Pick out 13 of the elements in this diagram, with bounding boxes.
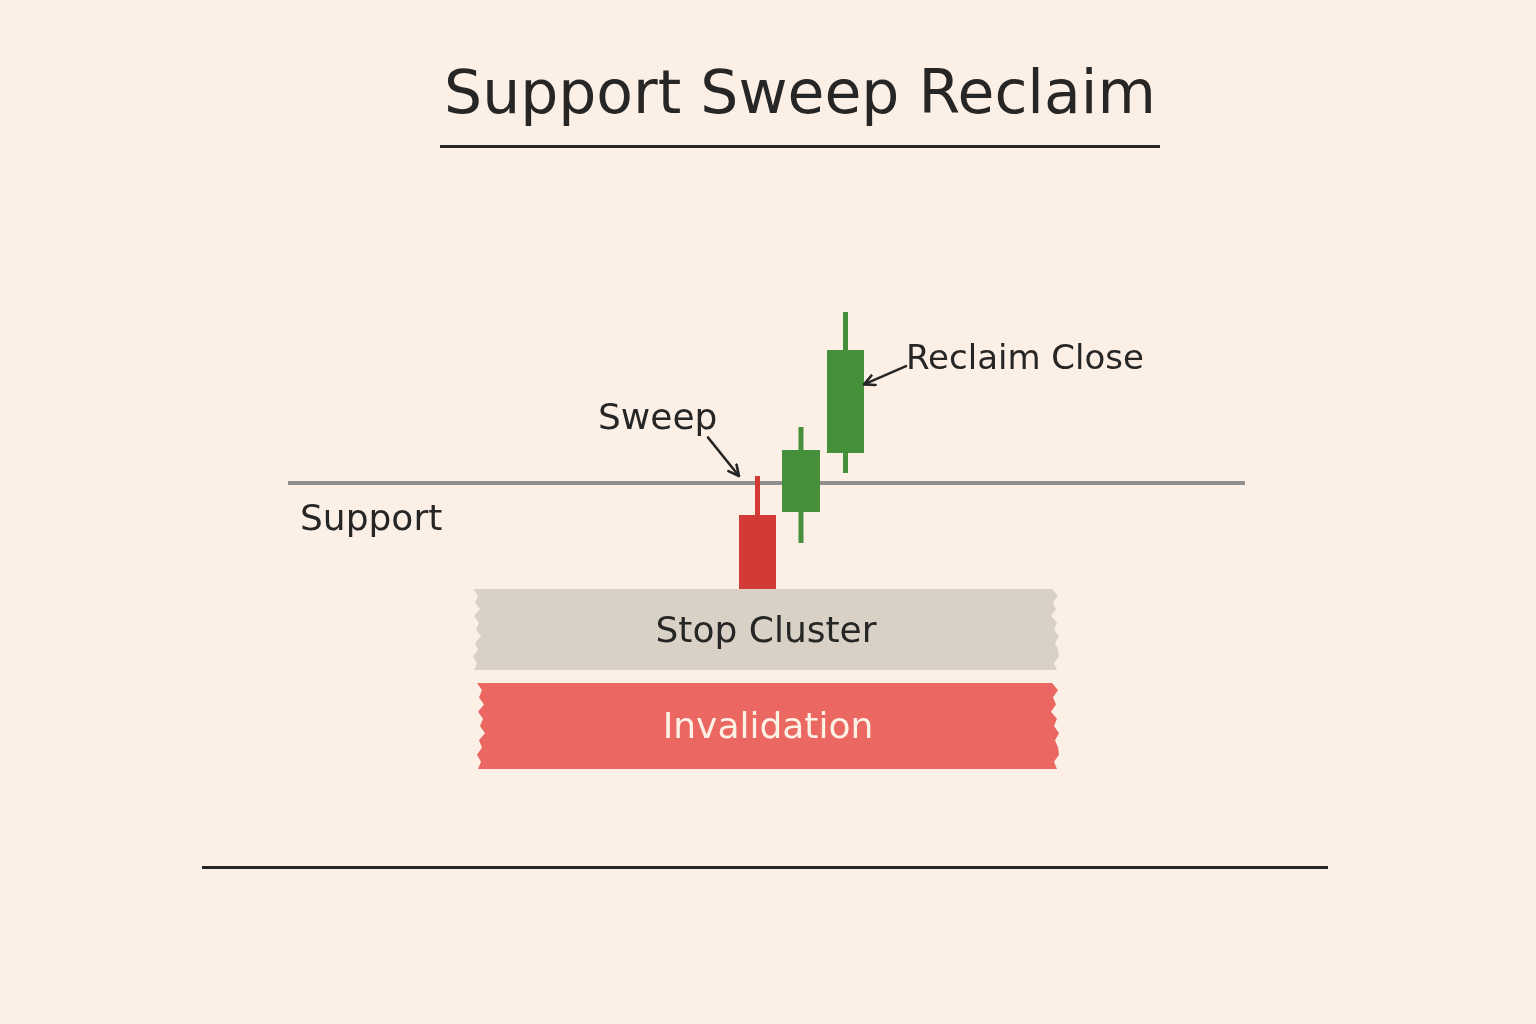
band-label: Invalidation	[662, 705, 874, 747]
annotation-label: Reclaim Close	[906, 338, 1144, 378]
leader-arrow	[862, 364, 908, 387]
leader-arrow	[706, 436, 741, 478]
candlestick-icon	[827, 312, 864, 473]
band-label: Stop Cluster	[655, 608, 877, 651]
candlestick-icon	[782, 427, 820, 543]
candlestick-icon	[739, 476, 776, 589]
zone-band	[477, 683, 1059, 769]
title: Support Sweep Reclaim	[444, 58, 1156, 127]
line-label: Support	[300, 497, 443, 539]
zone-band	[473, 589, 1059, 670]
annotation-label: Sweep	[598, 396, 718, 438]
